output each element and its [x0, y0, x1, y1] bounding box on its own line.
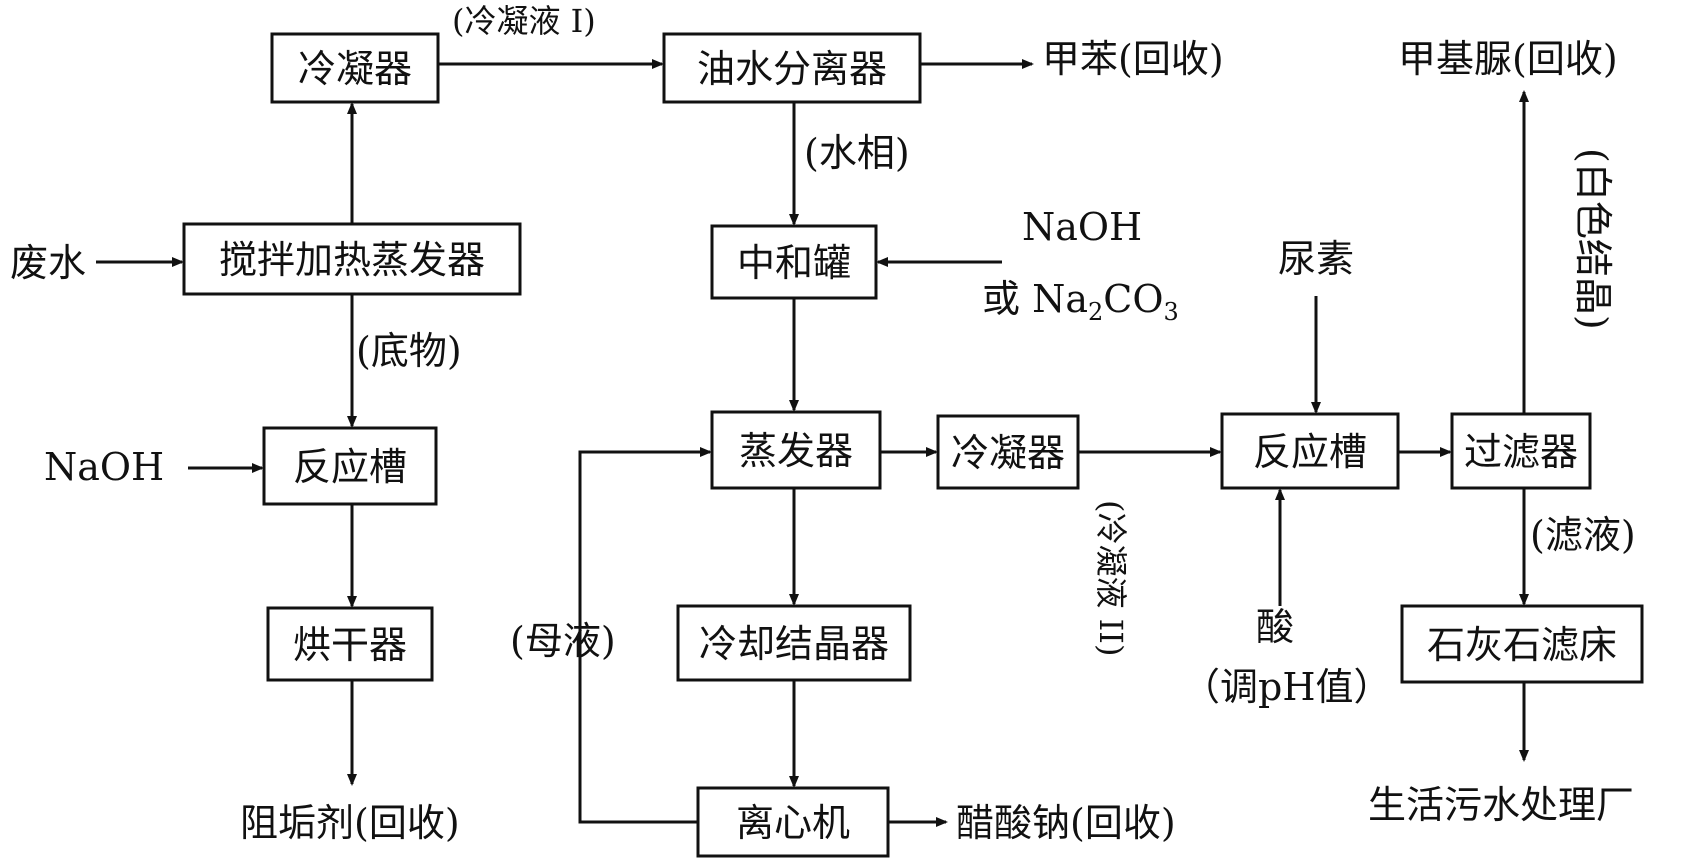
label-na2co3-sub1: 2 — [1088, 298, 1103, 326]
node-oil-water-separator-label: 油水分离器 — [697, 47, 887, 91]
node-cooling-crystallizer: 冷却结晶器 — [676, 604, 912, 682]
node-centrifuge-label: 离心机 — [736, 801, 850, 845]
label-bottoms: (底物) — [356, 329, 462, 373]
label-condensate-2: (冷凝液 II) — [1092, 500, 1130, 656]
label-naoh-right: NaOH — [1022, 205, 1142, 249]
node-neutralization-tank: 中和罐 — [710, 224, 878, 300]
node-condenser-mid-label: 冷凝器 — [951, 431, 1065, 475]
node-condenser-top: 冷凝器 — [270, 32, 440, 104]
label-filtrate: (滤液) — [1530, 513, 1636, 557]
node-dryer-label: 烘干器 — [293, 623, 407, 667]
node-centrifuge: 离心机 — [696, 786, 890, 858]
label-na2co3-sub2: 3 — [1164, 298, 1179, 326]
node-reaction-tank-left: 反应槽 — [262, 426, 438, 506]
node-condenser-top-label: 冷凝器 — [298, 47, 412, 91]
node-limestone-filter-bed: 石灰石滤床 — [1400, 604, 1644, 684]
node-dryer: 烘干器 — [266, 606, 434, 682]
label-na2co3-mid: CO — [1103, 277, 1163, 321]
label-mother-liquor: (母液) — [510, 619, 616, 663]
node-evaporator-label: 蒸发器 — [739, 429, 853, 473]
label-white-crystals: (白色结晶) — [1571, 148, 1615, 330]
node-reaction-tank-left-label: 反应槽 — [293, 445, 407, 489]
node-cooling-crystallizer-label: 冷却结晶器 — [699, 622, 889, 666]
label-sodium-acetate-recovery: 醋酸钠(回收) — [956, 801, 1176, 845]
label-naoh-left: NaOH — [44, 445, 164, 489]
node-filter: 过滤器 — [1450, 412, 1592, 490]
node-stirred-evaporator-label: 搅拌加热蒸发器 — [219, 238, 485, 282]
label-na2co3: 或 Na2CO3 — [982, 277, 1179, 326]
node-evaporator: 蒸发器 — [710, 410, 882, 490]
label-toluene-recovery: 甲苯(回收) — [1042, 37, 1224, 81]
label-acid: 酸 — [1256, 605, 1294, 649]
node-stirred-evaporator: 搅拌加热蒸发器 — [182, 222, 522, 296]
node-filter-label: 过滤器 — [1464, 430, 1578, 474]
node-limestone-filter-bed-label: 石灰石滤床 — [1427, 623, 1617, 667]
label-aqueous-phase: (水相) — [804, 131, 910, 175]
label-wastewater: 废水 — [10, 241, 86, 285]
node-oil-water-separator: 油水分离器 — [662, 32, 922, 104]
label-urea: 尿素 — [1278, 237, 1354, 281]
label-scale-inhibitor-recovery: 阻垢剂(回收) — [240, 801, 460, 845]
label-condensate-1: (冷凝液 I) — [452, 2, 596, 40]
arrow-mother-liquor-recycle — [578, 447, 712, 824]
node-condenser-mid: 冷凝器 — [936, 414, 1080, 490]
node-reaction-tank-right: 反应槽 — [1220, 412, 1400, 490]
label-sewage-plant: 生活污水处理厂 — [1368, 783, 1634, 827]
node-neutralization-tank-label: 中和罐 — [737, 241, 851, 285]
label-methylurea-recovery: 甲基脲(回收) — [1398, 37, 1618, 81]
label-adjust-ph: （调pH值） — [1182, 665, 1391, 709]
label-na2co3-prefix: 或 Na — [982, 277, 1088, 321]
node-reaction-tank-right-label: 反应槽 — [1253, 430, 1367, 474]
